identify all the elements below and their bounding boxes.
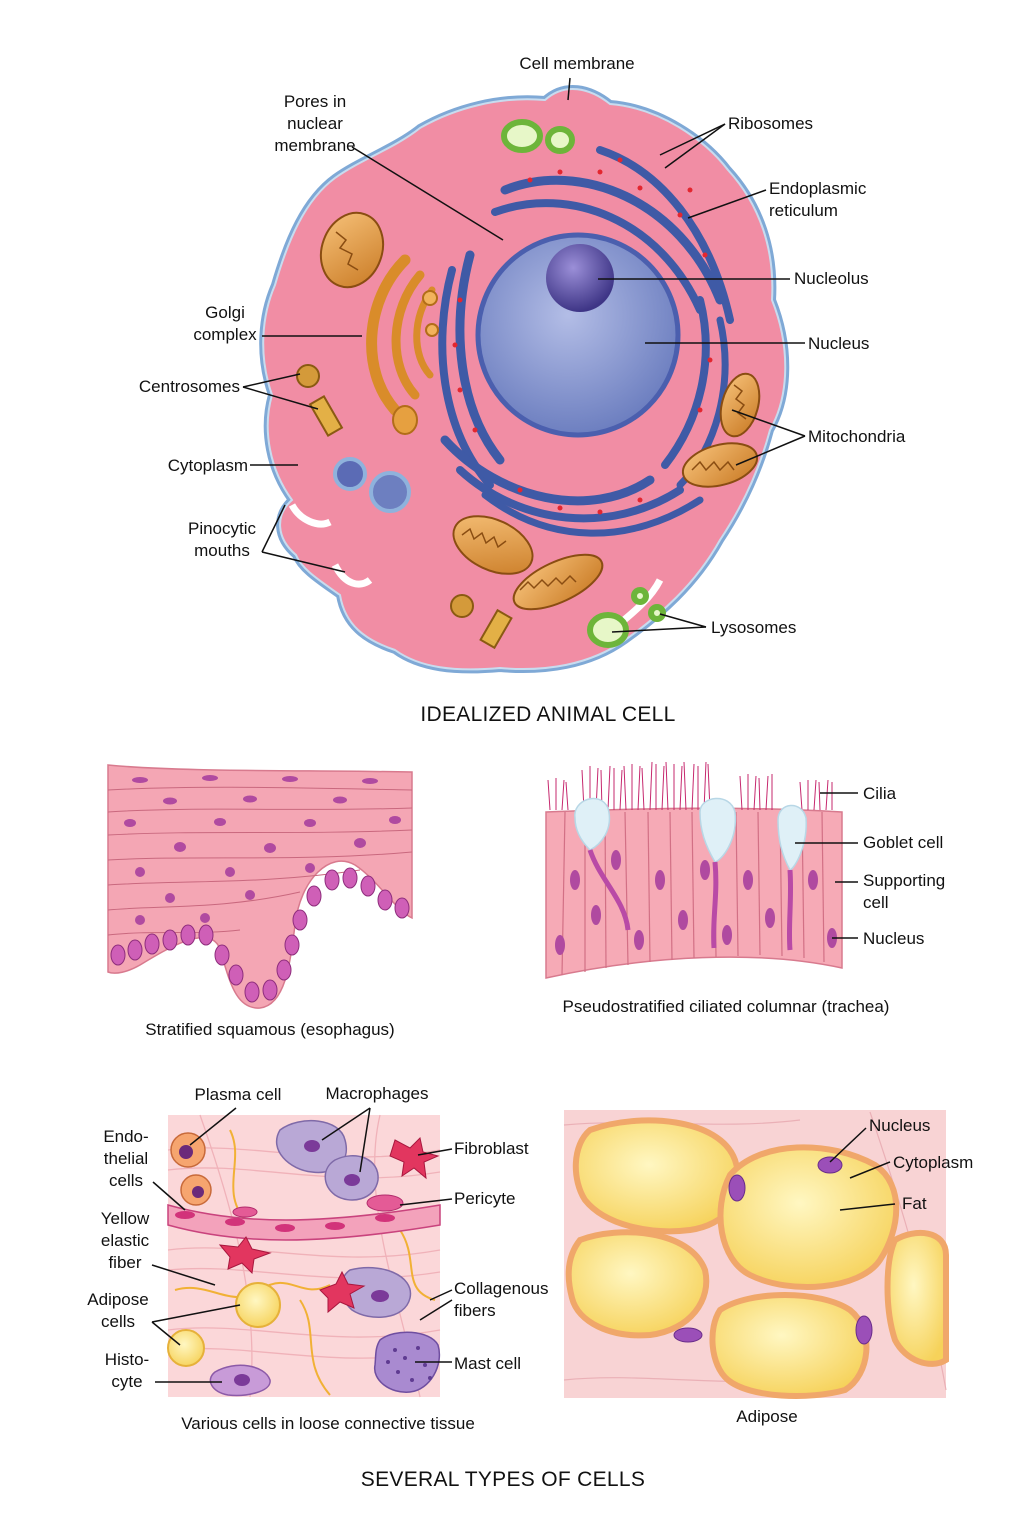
label-columnar-nucleus: Nucleus (863, 929, 925, 948)
label-ribosomes: Ribosomes (728, 114, 814, 133)
cell-leader-lines (242, 77, 806, 633)
centrosome (308, 395, 344, 437)
caption-stratified-squamous: Stratified squamous (esophagus) (145, 1020, 395, 1039)
mitochondria-cristae (335, 231, 747, 591)
adipose-leader-lines (829, 1127, 896, 1211)
golgi-vesicle (425, 323, 439, 337)
connective-leader-lines (151, 1107, 453, 1383)
fat-cells (565, 1117, 949, 1399)
label-adipose-nucleus: Nucleus (869, 1116, 931, 1135)
nucleus (475, 232, 681, 438)
animal-cell (242, 77, 806, 674)
centrosome (479, 608, 513, 650)
label-endoplasmic-reticulum: Endoplasmic reticulum (769, 179, 867, 220)
label-pericyte: Pericyte (454, 1189, 516, 1208)
lysosomes (501, 119, 666, 648)
label-cell-membrane: Cell membrane (519, 54, 635, 73)
caption-adipose: Adipose (736, 1407, 798, 1426)
nucleolus (546, 244, 614, 312)
squamous-basal-layer (110, 867, 410, 1003)
plasma-nuclei (179, 1145, 204, 1198)
label-yellow-elastic-fiber: Yellow elastic fiber (100, 1209, 150, 1272)
label-histocyte: Histo- cyte (104, 1350, 150, 1391)
label-golgi-complex: Golgi complex (193, 303, 257, 344)
macrophage-nuclei (304, 1140, 389, 1302)
golgi-vesicle (422, 290, 438, 306)
pinocytic-mouth (288, 503, 332, 528)
label-collagenous-fibers: Collagenous fibers (454, 1279, 549, 1320)
label-fibroblast: Fibroblast (454, 1139, 529, 1158)
goblet-stalks (587, 849, 794, 951)
mast-granules (386, 1346, 432, 1382)
columnar-tissue (545, 761, 858, 979)
label-nucleus: Nucleus (808, 334, 870, 353)
columnar-leader-lines (795, 792, 858, 939)
centrosome (296, 364, 320, 388)
label-centrosomes: Centrosomes (138, 377, 240, 396)
caption-loose-connective: Various cells in loose connective tissue (181, 1414, 475, 1433)
label-cilia: Cilia (863, 784, 897, 803)
label-adipose-cells: Adipose cells (87, 1290, 149, 1331)
label-mitochondria: Mitochondria (808, 427, 906, 446)
label-goblet-cell: Goblet cell (863, 833, 944, 852)
label-adipose-fat: Fat (902, 1194, 927, 1213)
squamous-tissue (107, 764, 413, 1009)
label-pinocytic-mouths: Pinocytic mouths (187, 519, 257, 560)
columnar-nuclei (555, 850, 837, 955)
capillary (167, 1204, 441, 1241)
label-macrophages: Macrophages (325, 1084, 429, 1103)
mast-cells (374, 1331, 441, 1393)
label-lysosomes: Lysosomes (711, 618, 797, 637)
squamous-nuclei (124, 775, 401, 925)
squamous-cell-lines (107, 786, 413, 936)
label-cytoplasm: Cytoplasm (167, 456, 248, 475)
adipose-nuclei (673, 1156, 873, 1345)
label-nucleolus: Nucleolus (794, 269, 869, 288)
title-idealized-animal-cell: IDEALIZED ANIMAL CELL (420, 703, 676, 726)
fibroblasts (218, 1136, 440, 1314)
goblet-cells (574, 797, 807, 871)
pericytes (232, 1194, 404, 1218)
label-pores-nuclear-membrane: Pores in nuclear membrane (274, 92, 356, 155)
vacuole (333, 457, 367, 491)
label-mast-cell: Mast cell (454, 1354, 522, 1373)
ribosome-dots (452, 157, 713, 515)
adipose-tissue (563, 1110, 949, 1399)
vacuole (369, 471, 411, 513)
endothelial-cells (175, 1211, 395, 1232)
label-adipose-cytoplasm: Cytoplasm (893, 1153, 974, 1172)
label-plasma-cell: Plasma cell (194, 1085, 282, 1104)
adipose-cells-small (167, 1282, 281, 1367)
histocyte-nucleus (234, 1374, 250, 1386)
centrosome (450, 594, 474, 618)
columnar-epithelium (545, 807, 843, 979)
label-endothelial-cells: Endo- thelial cells (103, 1127, 149, 1190)
caption-pseudostratified: Pseudostratified ciliated columnar (trac… (562, 997, 890, 1016)
cilia (547, 761, 833, 811)
title-several-types-of-cells: SEVERAL TYPES OF CELLS (360, 1468, 646, 1491)
golgi-vesicle (392, 405, 418, 435)
label-supporting-cell: Supporting cell (863, 871, 946, 912)
connective-tissue (151, 1107, 453, 1398)
